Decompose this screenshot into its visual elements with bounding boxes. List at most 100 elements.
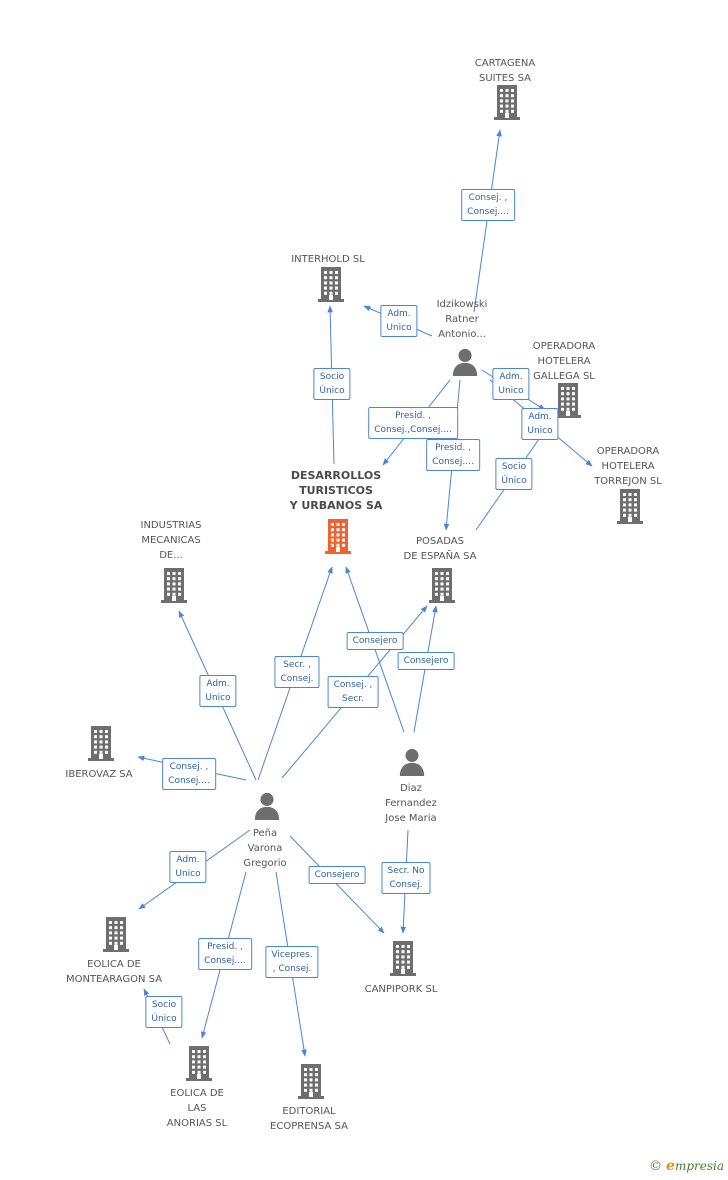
node-label-line: Y URBANOS SA [289, 499, 383, 512]
company-label-desarrollos[interactable]: DESARROLLOS TURISTICOS Y URBANOS SA [290, 468, 383, 513]
edge-label-line: Consej. , [333, 680, 373, 690]
node-label-line: TURISTICOS [299, 484, 373, 497]
node-label-line: HOTELERA [537, 356, 591, 367]
node-label-line: DE... [159, 550, 183, 561]
edge-label-line: Consejero [314, 870, 360, 880]
edge-label-line: Socio [151, 1000, 177, 1010]
node-label-line: POSADAS [416, 536, 464, 547]
building-icon[interactable] [183, 1045, 215, 1085]
edge-label-e13[interactable]: Consejero [397, 652, 455, 670]
node-label-line: CARTAGENA [474, 58, 536, 69]
node-label-line: Peña [252, 828, 278, 839]
edge-label-line: Unico [527, 426, 553, 436]
building-icon[interactable] [387, 940, 419, 980]
edge-label-line: Unico [205, 693, 231, 703]
edge-label-line: Adm. [176, 855, 200, 865]
footer-brand[interactable]: ©empresia [649, 1158, 724, 1174]
building-icon[interactable] [322, 518, 354, 558]
company-label-canpipork[interactable]: CANPIPORK SL [365, 982, 438, 997]
edge-label-line: Presid. , [395, 411, 431, 421]
edge-idzikowski-to-cartagena [473, 129, 502, 313]
building-icon[interactable] [158, 567, 190, 607]
company-label-eolica-anorias[interactable]: EOLICA DE LAS ANORIAS SL [167, 1086, 227, 1131]
edge-label-line: Secr. [342, 694, 364, 704]
edge-label-e20[interactable]: Secr. No Consej. [381, 862, 431, 894]
edge-label-e11[interactable]: Consej. , Secr. [327, 676, 379, 708]
edge-label-line: Unico [175, 869, 201, 879]
person-icon[interactable] [253, 792, 281, 824]
edge-label-line: Presid. , [207, 942, 243, 952]
building-icon[interactable] [426, 567, 458, 607]
node-label-line: EDITORIAL [282, 1106, 336, 1117]
edge-label-line: Consej. , [169, 762, 209, 772]
edge-label-e1[interactable]: Consej. ,Consej.... [461, 189, 515, 221]
edge-label-line: Adm. [206, 679, 230, 689]
edge-label-e10[interactable]: Secr. , Consej. [274, 656, 320, 688]
edge-label-e14[interactable]: Consej. ,Consej.... [162, 758, 216, 790]
node-label-line: EOLICA DE [87, 959, 141, 970]
node-label-line: Idzikowski [436, 299, 488, 310]
brand-name: mpresia [674, 1159, 724, 1173]
edge-label-e17[interactable]: Presid. , Consej.... [198, 938, 252, 970]
edge-label-line: Secr. , [283, 660, 311, 670]
edge-label-e2[interactable]: Adm.Unico [380, 305, 418, 337]
node-label-line: TORREJON SL [594, 476, 662, 487]
person-icon[interactable] [451, 348, 479, 380]
node-label-line: DESARROLLOS [290, 469, 382, 482]
edge-label-line: Secr. No [387, 866, 425, 876]
company-label-cartagena[interactable]: CARTAGENA SUITES SA [475, 56, 535, 86]
node-label-line: EOLICA DE [170, 1088, 224, 1099]
node-label-line: OPERADORA [596, 446, 660, 457]
edge-label-e6[interactable]: Adm.Unico [492, 368, 530, 400]
edge-label-e5[interactable]: Presid. ,Consej.... [426, 439, 480, 471]
building-icon[interactable] [614, 488, 646, 528]
edge-label-line: Consej. [280, 674, 314, 684]
building-icon[interactable] [295, 1063, 327, 1103]
edge-label-e9[interactable]: Adm. Unico [199, 675, 237, 707]
node-label-line: ANORIAS SL [166, 1118, 228, 1129]
node-label-line: Antonio... [438, 329, 486, 340]
node-label-line: Gregorio [243, 858, 287, 869]
building-icon[interactable] [100, 916, 132, 956]
edge-label-line: Consej.... [432, 457, 474, 467]
person-icon[interactable] [398, 748, 426, 780]
building-icon[interactable] [491, 84, 523, 124]
company-label-interhold[interactable]: INTERHOLD SL [291, 252, 365, 267]
edge-label-line: Vicepres. [271, 950, 313, 960]
building-icon[interactable] [315, 266, 347, 306]
edge-label-e12[interactable]: Consejero [346, 632, 404, 650]
edge-label-line: Unico [386, 323, 412, 333]
edge-label-line: Adm. [499, 372, 523, 382]
node-label-line: SUITES SA [479, 73, 531, 84]
edge-label-line: Consej. [389, 880, 423, 890]
company-label-iberovaz[interactable]: IBEROVAZ SA [65, 767, 132, 782]
node-label-line: LAS [187, 1103, 207, 1114]
edge-label-line: Consejero [403, 656, 449, 666]
edge-label-line: Consej.... [204, 956, 246, 966]
edge-label-line: Socio [319, 372, 345, 382]
node-label-line: Ratner [445, 314, 479, 325]
node-label-line: DE ESPAÑA SA [403, 551, 477, 562]
edge-layer [137, 129, 593, 1057]
edge-label-e18[interactable]: Vicepres., Consej. [265, 946, 319, 978]
building-icon[interactable] [552, 382, 584, 422]
company-label-posadas[interactable]: POSADAS DE ESPAÑA SA [404, 534, 477, 564]
edge-label-e7[interactable]: Adm.Unico [521, 408, 559, 440]
building-icon[interactable] [85, 725, 117, 765]
node-label-line: INDUSTRIAS [140, 520, 202, 531]
edge-label-e4[interactable]: Presid. ,Consej.,Consej.... [368, 407, 458, 439]
edge-label-e19[interactable]: Consejero [308, 866, 366, 884]
node-label-line: OPERADORA [532, 341, 596, 352]
edge-label-e15[interactable]: Adm. Unico [169, 851, 207, 883]
